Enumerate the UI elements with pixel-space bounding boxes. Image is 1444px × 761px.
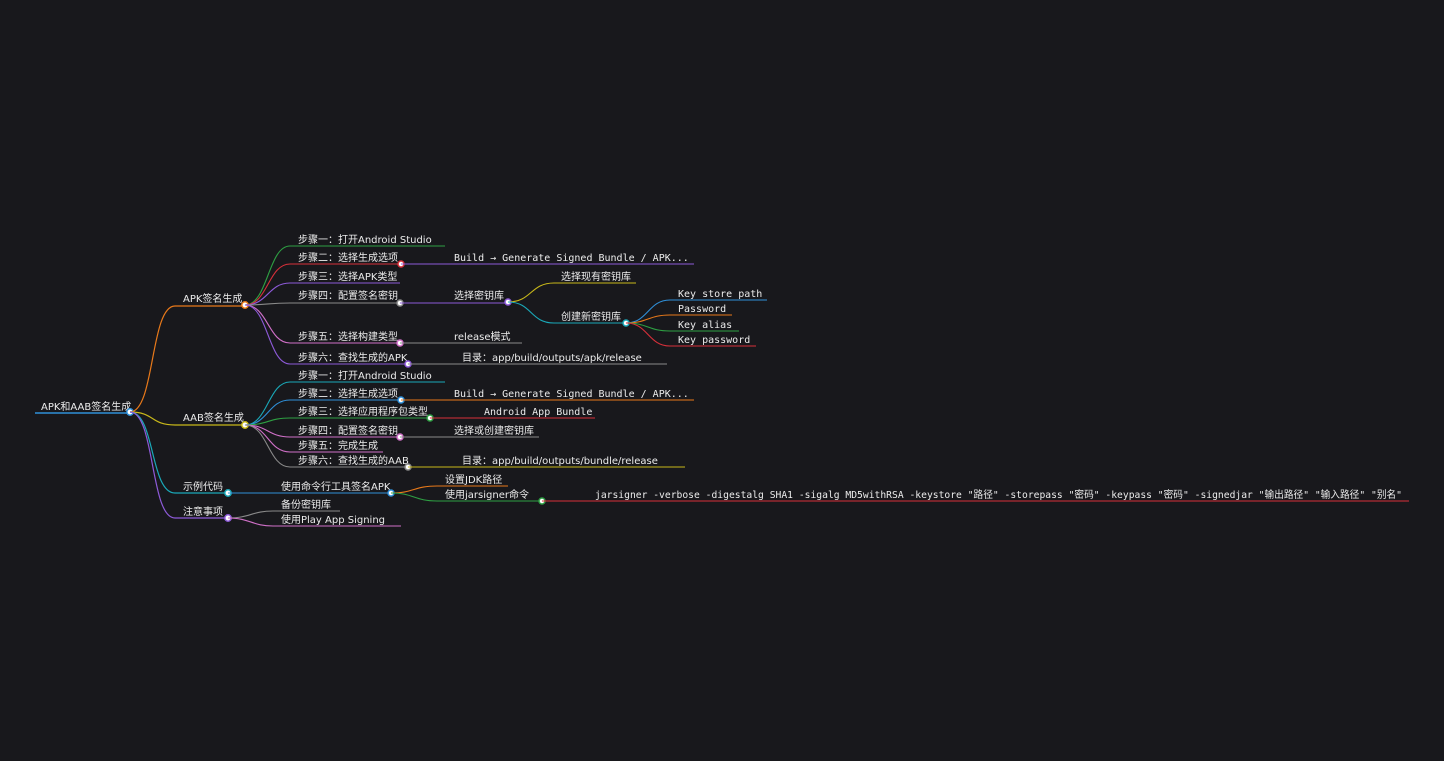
apk-existing-keystore-node[interactable]: 选择现有密钥库 [554,270,636,284]
code-cli-node[interactable]: 使用命令行工具签名APK [273,480,395,497]
aab-step4-label: 步骤四：配置签名密钥 [298,424,398,437]
aab-step2-node[interactable]: 步骤二：选择生成选项 [290,387,405,404]
aab-step3-child-node[interactable]: Android App Bundle [477,407,595,419]
apk-step6-child-node[interactable]: 目录：app/build/outputs/apk/release [455,352,667,365]
apk-step6-label: 步骤六：查找生成的APK [298,351,408,364]
edge-root-apk [129,305,176,413]
aab-step2-child-label: Build → Generate Signed Bundle / APK... [454,389,689,400]
edge-cli-jarsigner [390,492,438,502]
edge-apk-s1 [244,245,291,306]
apk-step6-node[interactable]: 步骤六：查找生成的APK [290,351,412,368]
key-store-path-node[interactable]: Key store path [670,289,767,301]
apk-step3-node[interactable]: 步骤三：选择APK类型 [290,270,400,284]
edge-keystore-new [507,301,555,324]
notes-play-signing-node[interactable]: 使用Play App Signing [273,513,401,527]
aab-step6-child-label: 目录：app/build/outputs/bundle/release [462,455,658,467]
edge-apk-s3 [244,282,291,306]
jarsigner-label: 使用jarsigner命令 [445,488,529,501]
edge-apk-s4 [244,302,291,306]
apk-step2-child-node[interactable]: Build → Generate Signed Bundle / APK... [447,253,694,265]
edge-aab-s5 [244,424,291,453]
edge-aab-s6 [244,424,291,468]
edge-apk-s2 [244,263,291,306]
apk-step2-node[interactable]: 步骤二：选择生成选项 [290,251,405,268]
apk-step2-child-label: Build → Generate Signed Bundle / APK... [454,253,689,264]
apk-step6-child-label: 目录：app/build/outputs/apk/release [462,352,642,364]
aab-step5-label: 步骤五：完成生成 [298,439,378,452]
key-store-path-label: Key store path [678,289,762,300]
apk-keystore-label: 选择密钥库 [454,289,504,302]
key-password-label: Key password [678,335,750,346]
edge-notes-1 [227,510,274,519]
aab-step1-label: 步骤一：打开Android Studio [298,369,432,382]
apk-step2-label: 步骤二：选择生成选项 [298,251,398,264]
apk-step4-node[interactable]: 步骤四：配置签名密钥 [290,289,404,307]
jarsigner-command-node[interactable]: jarsigner -verbose -digestalg SHA1 -siga… [588,488,1409,502]
apk-step5-label: 步骤五：选择构建类型 [298,330,398,343]
code-cli-label: 使用命令行工具签名APK [281,480,391,493]
aab-step5-node[interactable]: 步骤五：完成生成 [290,439,383,453]
edge-notes-2 [227,517,274,527]
edge-apk-s5 [244,304,291,344]
edge-root-aab [129,411,176,426]
apk-step4-label: 步骤四：配置签名密钥 [298,289,398,302]
password-node[interactable]: Password [670,304,732,316]
aab-step4-child-node[interactable]: 选择或创建密钥库 [447,424,539,438]
aab-branch-label: AAB签名生成 [183,411,244,424]
key-password-node[interactable]: Key password [670,335,756,347]
apk-keystore-node[interactable]: 选择密钥库 [447,289,512,306]
edge-cli-jdk [390,485,438,494]
jarsigner-command-label: jarsigner -verbose -digestalg SHA1 -siga… [595,488,1402,501]
edge-apk-s6 [244,304,291,365]
aab-step2-label: 步骤二：选择生成选项 [298,387,398,400]
edge-root-notes [129,411,176,519]
root-node[interactable]: APK和AAB签名生成 [35,400,134,416]
aab-step3-label: 步骤三：选择应用程序包类型 [298,405,428,418]
apk-new-keystore-node[interactable]: 创建新密钥库 [554,310,630,327]
jdk-path-node[interactable]: 设置JDK路径 [437,473,508,487]
apk-existing-keystore-label: 选择现有密钥库 [561,270,631,283]
apk-step1-label: 步骤一：打开Android Studio [298,233,432,246]
apk-step5-child-label: release模式 [454,330,510,343]
aab-step2-child-node[interactable]: Build → Generate Signed Bundle / APK... [447,389,694,401]
notes-backup-label: 备份密钥库 [281,498,331,511]
code-branch-label: 示例代码 [183,480,223,493]
apk-branch-node[interactable]: APK签名生成 [175,292,249,309]
aab-step3-child-label: Android App Bundle [484,407,592,418]
key-alias-node[interactable]: Key alias [670,320,739,332]
aab-step3-node[interactable]: 步骤三：选择应用程序包类型 [290,405,434,422]
notes-branch-label: 注意事项 [183,505,223,518]
apk-branch-label: APK签名生成 [183,292,242,305]
aab-step4-node[interactable]: 步骤四：配置签名密钥 [290,424,404,441]
aab-step6-node[interactable]: 步骤六：查找生成的AAB [290,454,412,471]
password-label: Password [678,304,726,315]
aab-branch-node[interactable]: AAB签名生成 [175,411,249,429]
notes-backup-node[interactable]: 备份密钥库 [273,498,340,512]
aab-step6-label: 步骤六：查找生成的AAB [298,454,409,467]
aab-step4-child-label: 选择或创建密钥库 [454,424,534,437]
edge-new-k4 [625,322,671,347]
jarsigner-node[interactable]: 使用jarsigner命令 [437,488,546,505]
edge-keystore-existing [507,282,555,303]
apk-step5-child-node[interactable]: release模式 [447,330,522,344]
notes-play-signing-label: 使用Play App Signing [281,513,385,526]
apk-step1-node[interactable]: 步骤一：打开Android Studio [290,233,445,247]
key-alias-label: Key alias [678,320,732,331]
root-label: APK和AAB签名生成 [41,400,131,413]
code-branch-node[interactable]: 示例代码 [175,480,232,497]
apk-new-keystore-label: 创建新密钥库 [561,310,621,323]
notes-branch-node[interactable]: 注意事项 [175,505,232,522]
jdk-path-label: 设置JDK路径 [445,473,502,486]
apk-step3-label: 步骤三：选择APK类型 [298,270,397,283]
apk-step5-node[interactable]: 步骤五：选择构建类型 [290,330,404,347]
aab-step6-child-node[interactable]: 目录：app/build/outputs/bundle/release [455,455,685,468]
aab-step1-node[interactable]: 步骤一：打开Android Studio [290,369,445,383]
